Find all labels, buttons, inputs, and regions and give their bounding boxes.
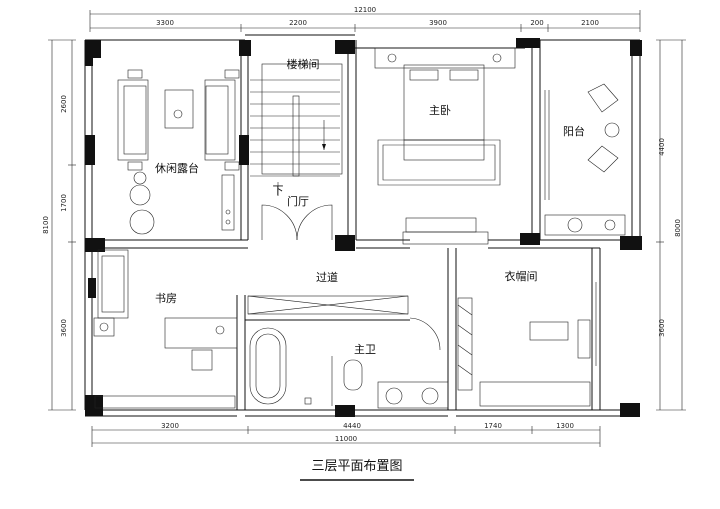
label-foyer: 门厅 <box>287 194 309 208</box>
label-stair-down: 下 <box>273 184 284 197</box>
dim-right-total: 8000 <box>674 219 682 237</box>
label-corridor: 过道 <box>316 270 338 284</box>
dim-left-1: 2600 <box>60 95 68 113</box>
room-labels: 休闲露台 楼梯间 主卧 阳台 下 门厅 过道 书房 主卫 衣帽间 <box>155 57 585 356</box>
dim-left-total: 8100 <box>42 216 50 234</box>
dim-bottom-2: 4440 <box>343 422 361 430</box>
dim-top-3: 3900 <box>429 19 447 27</box>
top-dimension-lines: 12100 3300 2200 3900 200 2100 <box>89 6 641 32</box>
label-closet: 衣帽间 <box>505 269 538 283</box>
bottom-dimension-lines: 3200 4440 1740 1300 11000 <box>91 422 601 447</box>
left-dimension-lines: 8100 2600 1700 3600 <box>42 39 76 411</box>
label-leisure-terrace: 休闲露台 <box>155 161 199 175</box>
dim-top-total: 12100 <box>354 6 376 14</box>
label-study: 书房 <box>155 292 177 305</box>
title-text: 三层平面布置图 <box>311 459 402 474</box>
bath-fixtures <box>249 327 449 409</box>
foyer-door <box>261 204 333 241</box>
terrace-furniture <box>117 69 240 235</box>
study-furniture <box>93 249 238 409</box>
label-balcony: 阳台 <box>563 124 585 138</box>
staircase <box>250 63 343 196</box>
structural-columns <box>85 38 642 417</box>
dim-left-2: 1700 <box>60 194 68 212</box>
dim-top-4: 200 <box>530 19 543 27</box>
dim-bottom-3: 1740 <box>484 422 502 430</box>
dim-right-2: 3600 <box>658 319 666 337</box>
drawing-title: 三层平面布置图 <box>300 459 414 481</box>
label-master-bath: 主卫 <box>354 343 376 356</box>
dim-right-1: 4400 <box>658 138 666 156</box>
closet-furniture <box>457 282 597 407</box>
dim-top-2: 2200 <box>289 19 307 27</box>
walls <box>84 34 641 417</box>
dim-top-1: 3300 <box>156 19 174 27</box>
dim-bottom-total: 11000 <box>335 435 357 443</box>
dim-bottom-1: 3200 <box>161 422 179 430</box>
dim-top-5: 2100 <box>581 19 599 27</box>
dim-bottom-4: 1300 <box>556 422 574 430</box>
balcony-furniture <box>544 83 626 236</box>
corridor-cabinet <box>247 295 441 351</box>
label-stairwell: 楼梯间 <box>287 57 320 71</box>
label-master-bedroom: 主卧 <box>429 104 451 117</box>
master-bedroom-furniture <box>374 47 550 245</box>
dim-left-3: 3600 <box>60 319 68 337</box>
right-dimension-lines: 4400 3600 8000 <box>656 39 686 411</box>
